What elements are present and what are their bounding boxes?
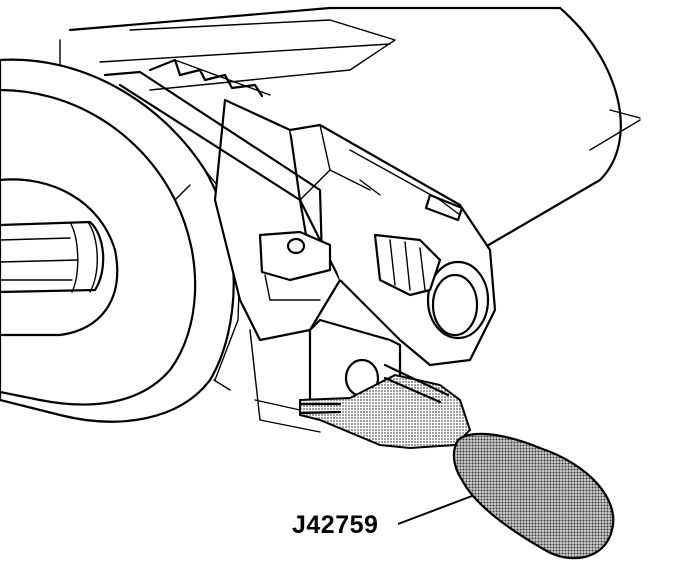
callout-leader bbox=[397, 495, 473, 525]
column-housing bbox=[59, 6, 641, 252]
tool-handle bbox=[452, 432, 615, 560]
removal-tool bbox=[298, 363, 615, 560]
lever-bracket bbox=[103, 58, 332, 301]
switch-housing bbox=[213, 98, 497, 433]
tool-callout-label: J42759 bbox=[292, 511, 379, 539]
